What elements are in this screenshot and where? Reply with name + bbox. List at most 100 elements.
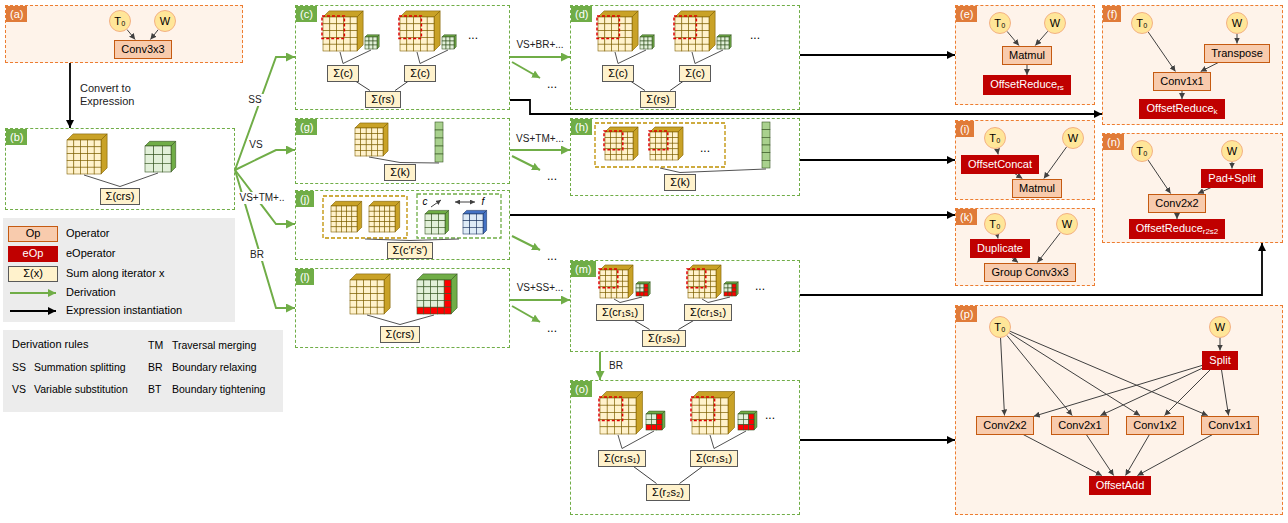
matrix-cell (721, 420, 728, 427)
matrix-cell (424, 287, 431, 294)
matrix-cell (414, 24, 421, 31)
tensor-circle: W (1226, 12, 1248, 34)
matrix-cell (682, 31, 689, 38)
matrix-cell (721, 45, 725, 49)
matrix-cell (702, 37, 709, 44)
matrix-cell (323, 17, 330, 24)
matrix-cell (446, 45, 450, 49)
matrix-cell (622, 287, 628, 293)
matrix-cell (385, 216, 390, 221)
matrix-cell (470, 221, 477, 228)
matrix-cell (732, 284, 736, 288)
matrix-cell (145, 146, 154, 155)
matrix-cell (640, 292, 644, 296)
matrix-cell (714, 427, 721, 434)
matrix-cell (94, 167, 101, 174)
node-text: Σ(c) (410, 67, 430, 79)
matrix-cell (657, 425, 662, 430)
reduction-link (680, 169, 766, 173)
reduction-link (634, 321, 649, 330)
matrix-cell (600, 281, 606, 287)
matrix-cell (699, 427, 706, 434)
matrix-cell (721, 412, 728, 419)
matrix-side (384, 274, 390, 314)
matrix-cell (372, 134, 378, 140)
matrix-cell (323, 24, 330, 31)
matrix-cell (427, 31, 434, 38)
matrix-cell (650, 132, 656, 138)
edge-label: BR (607, 360, 625, 372)
matrix-cell (606, 276, 612, 282)
matrix-cell (407, 31, 414, 38)
legend-sample-text: Σ(x) (23, 267, 43, 280)
matrix-cell (605, 154, 611, 160)
tile-window (322, 16, 344, 38)
matrix-cell (721, 405, 728, 412)
node-text: Pad+Split (1208, 172, 1255, 184)
matrix-cell (699, 276, 705, 282)
matrix-cell (414, 17, 421, 24)
dataflow-arrow (1001, 338, 1005, 416)
matrix-cell (446, 41, 450, 45)
matrix-cell (374, 227, 379, 232)
matrix-cell (688, 270, 694, 276)
tensor-circle: W (1044, 12, 1066, 34)
operator-box: Conv2x1 (1051, 416, 1108, 435)
matrix-cell (717, 41, 721, 45)
matrix-cell (414, 31, 421, 38)
matrix-cell (614, 427, 621, 434)
matrix-cell (675, 17, 682, 24)
matrix-side (101, 134, 107, 174)
matrix-cell (689, 17, 696, 24)
matrix-cell (373, 41, 377, 45)
node-text: W (1062, 218, 1072, 231)
matrix-side (729, 35, 731, 49)
matrix-cell (710, 287, 716, 293)
node-text: Conv1x2 (1133, 419, 1176, 431)
tensor-illustration (597, 11, 731, 64)
matrix-cell (438, 214, 445, 221)
node-text: Σ(cr₁s₁) (690, 306, 726, 318)
annotation-text: ... (468, 28, 478, 42)
matrix-cell (728, 288, 732, 292)
matrix-cell (337, 31, 344, 38)
matrix-cell (600, 292, 606, 298)
tensor-illustration (322, 11, 456, 64)
derivation-arrow (235, 150, 295, 170)
dataflow-arrow (1026, 65, 1027, 76)
matrix-cell (605, 24, 612, 31)
matrix-cell (705, 292, 711, 298)
matrix-cell (87, 154, 94, 161)
reduction-link (367, 315, 400, 325)
dataflow-arrow (1201, 63, 1219, 72)
matrix-cell (622, 154, 628, 160)
matrix-cell (377, 307, 384, 314)
operator-box: Matmul (1002, 46, 1052, 65)
matrix-cell (611, 143, 617, 149)
matrix-cell (366, 134, 372, 140)
panel-tag: (i) (956, 121, 974, 137)
node-text: Σ(c′r′s′) (393, 244, 428, 256)
matrix-cell (749, 425, 754, 430)
matrix-cell (379, 227, 384, 232)
dataflow-arrow (1035, 31, 1047, 45)
matrix-cell (644, 288, 648, 292)
matrix-top (417, 274, 457, 280)
table-heading: Derivation rules (12, 338, 88, 351)
legend-instantiation-sample (10, 310, 56, 312)
matrix-cell (717, 37, 721, 41)
node-text: Σ(rs) (371, 93, 394, 105)
tensor-illustration (595, 122, 770, 173)
matrix-cell (424, 294, 431, 301)
matrix-cell (721, 41, 725, 45)
node-text: Σ(c) (685, 67, 705, 79)
reduction-link (710, 435, 714, 449)
operator-box: Conv2x2 (976, 416, 1033, 435)
matrix-cell (650, 154, 656, 160)
matrix-cell (636, 292, 640, 296)
matrix-cell (431, 280, 438, 287)
panel-fill (295, 268, 510, 348)
matrix-cell (431, 307, 438, 314)
matrix-cell (611, 138, 617, 144)
matrix-cell (427, 44, 434, 51)
